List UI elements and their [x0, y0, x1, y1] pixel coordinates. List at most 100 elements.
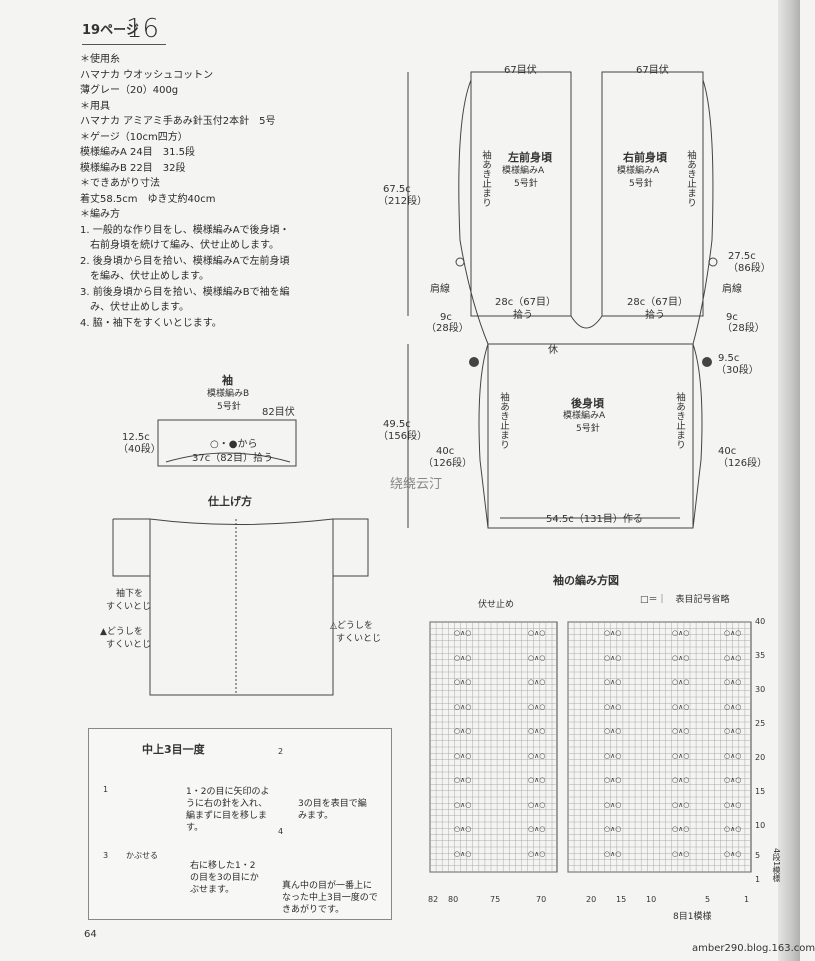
watermark: 绕绕云汀 — [390, 477, 443, 492]
chart-symbol: ○∧○ — [604, 849, 622, 858]
sleeve-height-rows: （40段） — [118, 444, 161, 455]
chart-col-label: 1 — [744, 895, 750, 904]
sleeve-title: 袖 — [222, 374, 233, 387]
right-front-title: 右前身頃 — [623, 151, 667, 164]
materials-line: ＊用具 — [80, 100, 110, 112]
chart-row-label: 1 — [755, 875, 761, 884]
materials-line: ＊できあがり寸法 — [80, 178, 160, 189]
back-pattern: 模様編みA — [563, 411, 606, 421]
chart-symbol: ○∧○ — [454, 702, 472, 711]
page-ref: 19ページ — [82, 23, 139, 38]
chart-symbol: ○∧○ — [724, 800, 742, 809]
chart-symbol: ○∧○ — [604, 800, 622, 809]
chart-symbol: ○∧○ — [672, 629, 690, 637]
chart-col-label: 20 — [586, 895, 597, 904]
howto-box — [88, 728, 392, 920]
howto-title: 中上3目一度 — [142, 743, 205, 756]
left-front-needle: 5号針 — [514, 179, 538, 189]
finishing-title: 仕上げ方 — [208, 495, 252, 508]
chart-symbol: ○∧○ — [604, 751, 622, 760]
sleeve-bottom: 37c（82目）拾う — [192, 453, 273, 464]
right-front-outline — [601, 71, 704, 317]
shoulder-right: 肩線 — [722, 284, 742, 295]
chart-symbol: ○∧○ — [672, 776, 690, 784]
howto-step-4: 真ん中の目が一番上になった中上3目一度のできあがりです。 — [282, 881, 378, 915]
chart-repeat-cols: 8目1模様 — [673, 912, 712, 922]
chart-col-label: 15 — [616, 895, 627, 904]
left-front-title: 左前身頃 — [508, 151, 552, 164]
left-40c-rows: （126段） — [423, 458, 473, 469]
back-side-left: 袖あき止まり — [498, 392, 509, 449]
chart-symbol: ○∧○ — [528, 702, 546, 711]
chart-symbol: ○∧○ — [724, 727, 742, 735]
page-number: 64 — [84, 929, 97, 940]
chart-symbol: ○∧○ — [724, 629, 742, 637]
finishing-left-1: 袖下を — [116, 589, 144, 599]
chart-symbol: ○∧○ — [724, 776, 742, 784]
chart-col-label: 75 — [490, 895, 501, 904]
materials-line: 模様編みB 22目 32段 — [80, 162, 186, 174]
chart-row-label: 25 — [755, 719, 766, 728]
materials-line: 2. 後身頃から目を拾い、模様編みAで左前身頃 — [80, 255, 290, 267]
chart-row-label: 30 — [755, 685, 766, 694]
materials-block: ＊使用糸ハマナカ ウオッシュコットン薄グレー（20）400g＊用具ハマナカ アミ… — [80, 52, 290, 331]
back-outline — [487, 343, 694, 529]
chart-legend: □＝｜ 表目記号省略 — [640, 595, 730, 605]
finishing-right-2: すくいとじ — [336, 634, 382, 644]
right-front-pattern: 模様編みA — [617, 166, 660, 176]
finishing-right-1: △どうしを — [330, 621, 373, 631]
chart-symbol: ○∧○ — [528, 678, 546, 686]
back-rest: 休 — [548, 345, 558, 356]
left-front-bottom: 28c（67目） — [495, 297, 556, 308]
materials-line: 1. 一般的な作り目をし、模様編みAで後身頃・ — [80, 224, 290, 236]
step-4-num: 4 — [278, 827, 284, 836]
chart-symbol: ○∧○ — [604, 629, 622, 637]
chart-col-label: 80 — [448, 895, 459, 904]
chart-title: 袖の編み方図 — [553, 574, 619, 587]
chart-symbol: ○∧○ — [724, 751, 742, 760]
materials-line: 模様編みA 24目 31.5段 — [80, 147, 196, 158]
chart-symbol: ○∧○ — [672, 751, 690, 760]
chart-symbol: ○∧○ — [528, 629, 546, 637]
pattern-number-text: 16 — [126, 14, 160, 44]
chart-row-label: 20 — [755, 753, 766, 762]
back-title: 後身頃 — [571, 397, 604, 410]
chart-symbol: ○∧○ — [672, 702, 690, 711]
chart-symbol: ○∧○ — [528, 727, 546, 735]
sleeve-needle: 5号針 — [217, 402, 241, 412]
left-front-side: 袖あき止まり — [480, 150, 491, 207]
materials-line: ハマナカ ウオッシュコットン — [80, 69, 214, 81]
sleeve-height: 12.5c — [122, 432, 150, 443]
left-40c: 40c — [436, 446, 455, 457]
right-40c: 40c — [718, 446, 737, 457]
materials-line: ＊使用糸 — [80, 54, 120, 65]
howto-step-3-note: かぶせる — [126, 851, 158, 860]
chart-symbol: ○∧○ — [454, 825, 472, 833]
right-front-side: 袖あき止まり — [685, 150, 696, 207]
chart-symbol: ○∧○ — [454, 751, 472, 760]
chart-symbol: ○∧○ — [672, 727, 690, 735]
chart-symbol: ○∧○ — [528, 653, 546, 662]
materials-line: 3. 前後身頃から目を拾い、模様編みBで袖を編 — [80, 286, 290, 298]
chart-symbol: ○∧○ — [454, 849, 472, 858]
back-height-rows: （156段） — [378, 431, 428, 442]
back-height: 49.5c — [383, 419, 411, 430]
left-front-pick: 拾う — [513, 310, 533, 321]
chart-symbol: ○∧○ — [672, 849, 690, 858]
right-front-needle: 5号針 — [629, 179, 653, 189]
left-9c-rows: （28段） — [426, 323, 469, 334]
materials-line: を編み、伏せ止めします。 — [80, 271, 209, 282]
chart-symbol: ○∧○ — [528, 800, 546, 809]
materials-line: み、伏せ止めします。 — [80, 302, 189, 313]
chart-symbol: ○∧○ — [454, 800, 472, 809]
howto-step-1: 1・2の目に矢印のように右の針を入れ、編まずに目を移します。 — [186, 787, 270, 833]
footer-credit: amber290.blog.163.com — [692, 943, 815, 954]
right-27-5: 27.5c — [728, 251, 756, 262]
chart-symbol: ○∧○ — [724, 825, 742, 833]
sleeve-outline — [157, 419, 297, 467]
chart-row-label: 10 — [755, 821, 766, 830]
back-needle: 5号針 — [576, 424, 600, 434]
pattern-number: 16 — [126, 16, 159, 42]
chart-symbol: ○∧○ — [604, 678, 622, 686]
chart-row-label: 35 — [755, 651, 766, 660]
